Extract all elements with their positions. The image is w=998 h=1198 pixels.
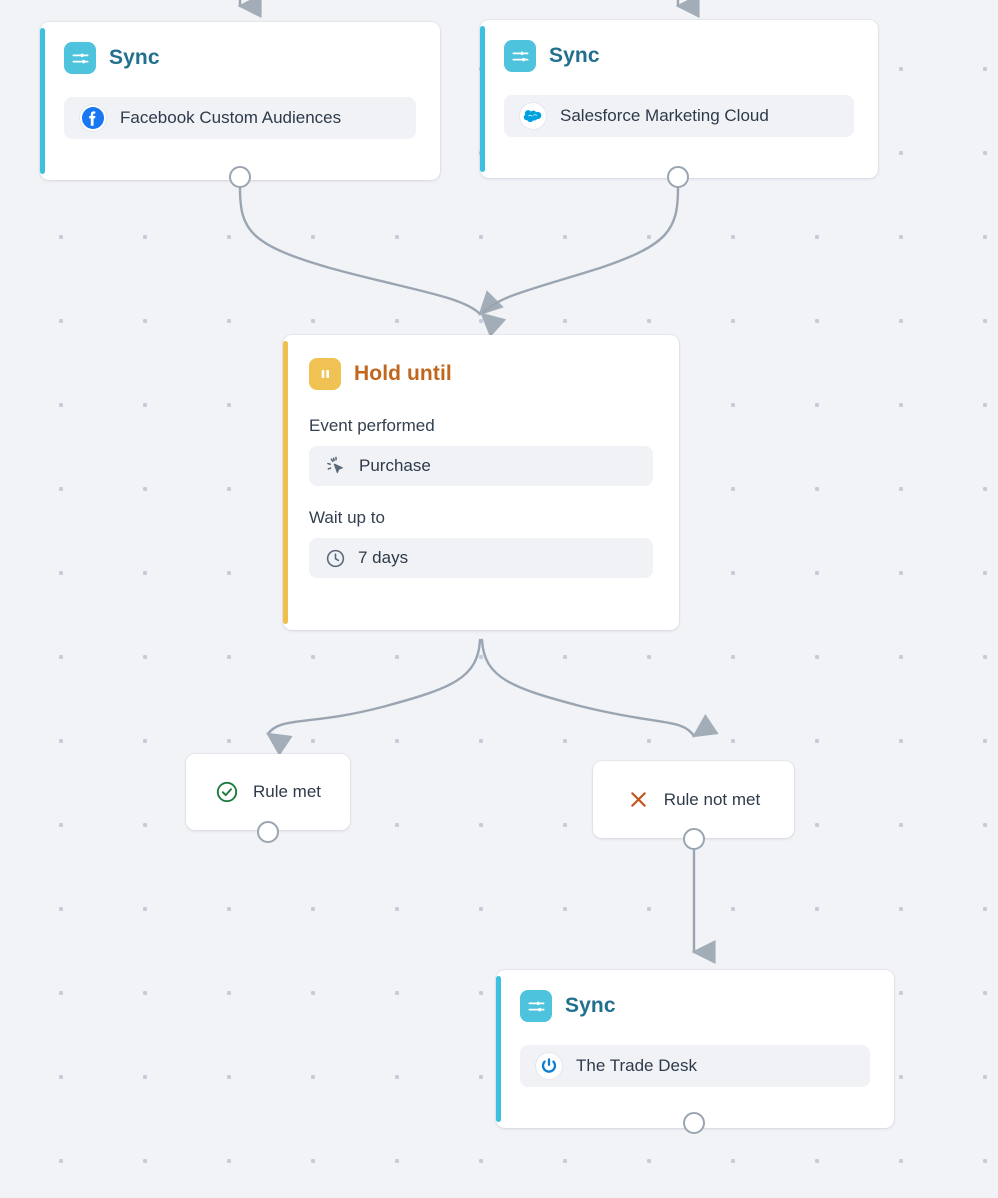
output-port-sync-trade-desk[interactable]: [683, 1112, 705, 1134]
destination-pill[interactable]: Salesforce Marketing Cloud: [504, 95, 854, 137]
salesforce-icon: [520, 103, 546, 129]
node-sync-salesforce[interactable]: Sync Salesforce Marketing Cloud: [480, 20, 878, 178]
destination-label: Salesforce Marketing Cloud: [560, 106, 769, 125]
node-accent-bar: [40, 28, 45, 174]
node-header: Sync: [504, 40, 854, 72]
output-port-sync-salesforce[interactable]: [667, 166, 689, 188]
edge-salesforce-to-hold: [480, 186, 680, 338]
node-accent-bar: [283, 341, 288, 624]
destination-label: Facebook Custom Audiences: [120, 108, 342, 127]
branch-label: Rule met: [252, 782, 322, 801]
clock-icon: [325, 548, 346, 569]
node-accent-bar: [496, 976, 501, 1122]
edge-hold-to-rule-met: [266, 638, 482, 756]
x-icon: [627, 788, 650, 811]
node-rule-met[interactable]: Rule met: [186, 754, 350, 830]
event-performed-value: Purchase: [359, 456, 431, 475]
cursor-click-icon: [325, 455, 347, 477]
output-port-sync-facebook[interactable]: [229, 166, 251, 188]
destination-label: The Trade Desk: [576, 1056, 697, 1075]
node-accent-bar: [480, 26, 485, 172]
facebook-icon: [80, 105, 106, 131]
check-circle-icon: [215, 780, 239, 804]
wait-up-to-value: 7 days: [358, 548, 409, 567]
node-rule-not-met[interactable]: Rule not met: [593, 761, 794, 838]
sliders-icon: [520, 990, 552, 1022]
field-value-wait-up-to[interactable]: 7 days: [309, 538, 653, 578]
node-header: Hold until: [309, 358, 653, 390]
output-port-rule-not-met[interactable]: [683, 828, 705, 850]
trade-desk-icon: [536, 1053, 562, 1079]
node-title: Sync: [549, 44, 600, 67]
field-label-wait-up-to: Wait up to: [309, 508, 385, 527]
edge-facebook-to-hold: [238, 186, 504, 316]
destination-pill[interactable]: The Trade Desk: [520, 1045, 870, 1087]
node-title: Hold until: [354, 362, 452, 385]
node-sync-trade-desk[interactable]: Sync The Trade Desk: [496, 970, 894, 1128]
branch-label: Rule not met: [663, 789, 761, 809]
sliders-icon: [504, 40, 536, 72]
edge-hold-to-rule-not-met: [480, 638, 719, 738]
field-value-event-performed[interactable]: Purchase: [309, 446, 653, 486]
output-port-rule-met[interactable]: [257, 821, 279, 843]
node-header: Sync: [64, 42, 416, 74]
node-header: Sync: [520, 990, 870, 1022]
node-title: Sync: [109, 46, 160, 69]
node-hold-until[interactable]: Hold until Event performed Purchase Wait…: [283, 335, 679, 630]
field-label-event-performed: Event performed: [309, 416, 435, 435]
node-sync-facebook[interactable]: Sync Facebook Custom Audiences: [40, 22, 440, 180]
destination-pill[interactable]: Facebook Custom Audiences: [64, 97, 416, 139]
node-title: Sync: [565, 994, 616, 1017]
sliders-icon: [64, 42, 96, 74]
pause-icon: [309, 358, 341, 390]
